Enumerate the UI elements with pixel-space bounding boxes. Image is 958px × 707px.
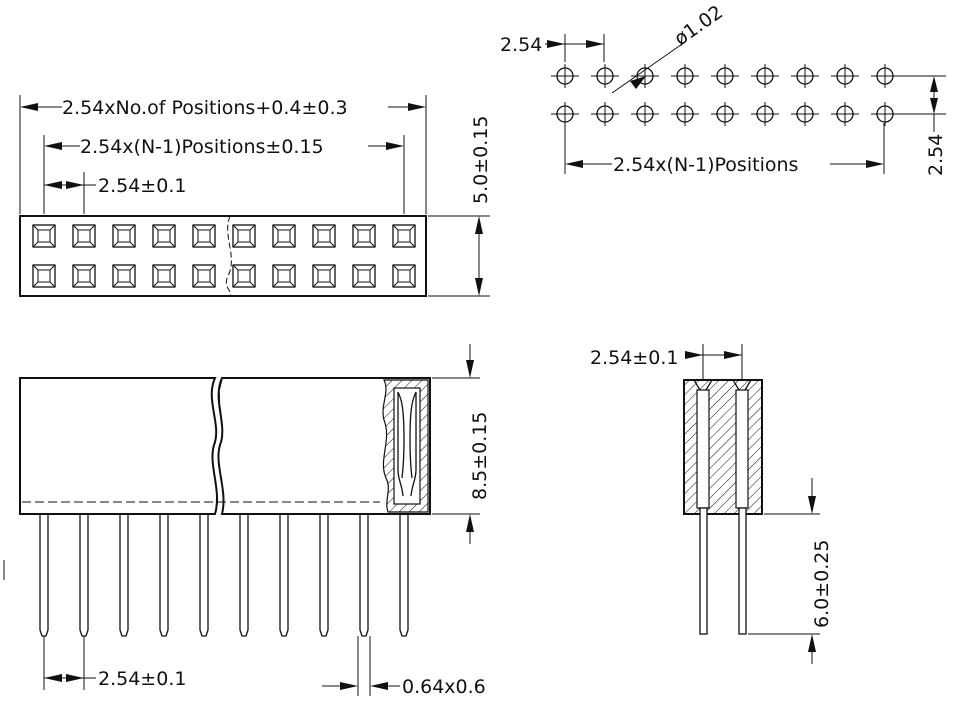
footprint-hole (711, 64, 739, 88)
contact-square (152, 264, 176, 288)
body-height-label: 8.5±0.15 (469, 412, 491, 500)
front-pin (39, 514, 49, 637)
contact-spring (397, 391, 417, 497)
contact-square (392, 224, 416, 248)
contact-square (352, 224, 376, 248)
side-pin-right (738, 507, 747, 635)
contact-square (32, 264, 56, 288)
front-pin (199, 514, 209, 637)
footprint-hole (671, 102, 699, 126)
side-cavity-right (735, 389, 749, 509)
footprint-row-pitch-label: 2.54 (925, 134, 947, 176)
top-view: 2.54xNo.of Positions+0.4±0.3 2.54x(N-1)P… (19, 95, 492, 297)
front-view: 8.5±0.15 2.54±0.1 0.64x0.6 (3, 344, 491, 698)
top-view-contacts (32, 224, 416, 288)
footprint-holes (551, 64, 900, 126)
footprint-hole (831, 64, 859, 88)
contact-square (392, 264, 416, 288)
footprint-hole (871, 102, 899, 126)
front-body-left (19, 377, 219, 515)
footprint-pitch-label: 2.54 (500, 34, 542, 56)
footprint-hole (791, 102, 819, 126)
contact-square (72, 264, 96, 288)
pitch-top-label: 2.54±0.1 (98, 175, 186, 197)
contact-square (272, 224, 296, 248)
footprint-hole (751, 102, 779, 126)
contact-square (152, 224, 176, 248)
inner-span-label: 2.54x(N-1)Positions±0.15 (80, 136, 324, 158)
front-pin (279, 514, 289, 637)
contact-square (272, 264, 296, 288)
pin-length-label: 6.0±0.25 (811, 540, 833, 628)
contact-square (312, 264, 336, 288)
contact-square (112, 224, 136, 248)
side-cavity-left (696, 389, 710, 509)
contact-square (232, 264, 256, 288)
side-view: 2.54±0.1 6.0±0.25 (590, 344, 833, 664)
footprint-hole (831, 102, 859, 126)
footprint-span-label: 2.54x(N-1)Positions (613, 154, 798, 176)
pitch-bottom-label: 2.54±0.1 (98, 668, 186, 690)
contact-square (112, 264, 136, 288)
footprint-hole (751, 64, 779, 88)
footprint-hole (711, 102, 739, 126)
front-pin (159, 514, 169, 637)
footprint-hole (671, 64, 699, 88)
pin-size-label: 0.64x0.6 (402, 676, 486, 698)
footprint-hole (551, 102, 579, 126)
hole-diameter-label: ø1.02 (670, 1, 727, 50)
front-pin (359, 514, 369, 637)
front-pin (119, 514, 129, 637)
footprint-hole (591, 102, 619, 126)
front-pin (239, 514, 249, 637)
contact-square (352, 264, 376, 288)
pcb-footprint: 2.54 ø1.02 2.54x(N-1)Positions 2.54 (500, 1, 947, 176)
side-pin-left (699, 507, 708, 635)
front-pin (79, 514, 89, 637)
front-pins (39, 514, 409, 637)
footprint-hole (551, 64, 579, 88)
contact-square (192, 224, 216, 248)
footprint-hole (631, 102, 659, 126)
contact-square (312, 224, 336, 248)
contact-square (32, 224, 56, 248)
contact-square (192, 264, 216, 288)
footprint-hole (591, 64, 619, 88)
top-view-break (225, 215, 232, 297)
overall-length-label: 2.54xNo.of Positions+0.4±0.3 (62, 97, 348, 119)
contact-square (72, 224, 96, 248)
side-body (683, 379, 763, 515)
height-top-label: 5.0±0.15 (470, 116, 492, 204)
side-pitch-label: 2.54±0.1 (590, 347, 678, 369)
footprint-hole (791, 64, 819, 88)
front-pin (319, 514, 329, 637)
front-pin (399, 514, 409, 637)
top-view-body (19, 215, 427, 297)
contact-square (232, 224, 256, 248)
